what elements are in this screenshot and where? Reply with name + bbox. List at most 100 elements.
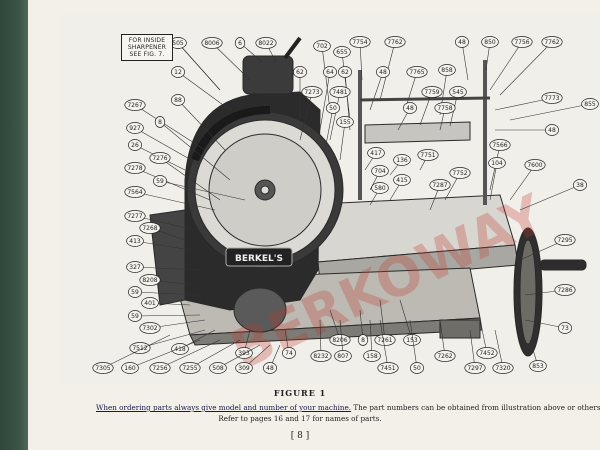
callout-number: 8206	[332, 337, 347, 344]
callout-leader-line	[319, 319, 322, 357]
callout-bubble	[371, 165, 389, 177]
order-instruction-line: When ordering parts always give model an…	[96, 403, 600, 412]
callout-leader-line	[177, 71, 231, 111]
callout-bubble	[124, 162, 146, 174]
callout-leader-line	[469, 329, 476, 369]
part-callout: 59	[128, 310, 201, 322]
callout-leader-line	[217, 344, 261, 369]
callout-bubble	[139, 222, 161, 234]
callout-leader-line	[399, 299, 413, 341]
callout-leader-line	[379, 299, 386, 341]
callout-number: 309	[238, 365, 250, 372]
part-callout: 7752	[444, 167, 471, 201]
figure-title: FIGURE 1	[273, 388, 327, 398]
part-callout: 104	[488, 157, 506, 201]
part-callout: 855	[509, 98, 599, 121]
callout-number: 7773	[544, 95, 559, 102]
callout-number: 545	[452, 89, 464, 96]
callout-number: 7752	[452, 170, 467, 177]
order-followup: The part numbers can be obtained from il…	[353, 403, 600, 412]
callout-bubble	[558, 322, 572, 334]
callout-number: 48	[266, 365, 274, 372]
callout-number: 7302	[142, 325, 157, 332]
callout-number: 7287	[432, 182, 447, 189]
callout-bubble	[434, 102, 456, 114]
callout-bubble	[393, 154, 411, 166]
callout-number: 50	[413, 365, 421, 372]
callout-number: 7452	[479, 350, 494, 357]
callout-number: 7268	[142, 225, 157, 232]
callout-bubble	[334, 350, 352, 362]
part-callout: 59	[153, 175, 246, 201]
part-callout: 160	[121, 339, 201, 374]
callout-bubble	[541, 36, 563, 48]
callout-number: 88	[174, 97, 182, 104]
callout-leader-line	[509, 164, 536, 201]
callout-number: 59	[131, 313, 139, 320]
callout-bubble	[263, 362, 277, 374]
callout-leader-line	[494, 329, 504, 369]
callout-bubble	[545, 124, 559, 136]
part-callout: 7305	[92, 334, 171, 374]
part-callout: 155	[336, 116, 354, 161]
callout-bubble	[371, 182, 389, 194]
callout-bubble	[128, 310, 142, 322]
callout-bubble	[476, 347, 498, 359]
callout-leader-line	[439, 319, 446, 357]
part-callout: 580	[369, 182, 389, 206]
callout-leader-line	[299, 91, 313, 141]
part-callout: 7762	[379, 36, 406, 101]
callout-number: 8208	[142, 277, 157, 284]
callout-bubble	[417, 149, 439, 161]
part-callout: 8208	[139, 274, 196, 286]
brand-plate-text: BERKEL'S	[235, 254, 283, 264]
callout-bubble	[377, 362, 399, 374]
callout-number: 7261	[377, 337, 392, 344]
callout-number: 7297	[467, 365, 482, 372]
slicer-parts-diagram: BERKOWAY BERKEL'S 1280066802270265577547…	[92, 36, 599, 382]
callout-bubble	[464, 362, 486, 374]
callout-bubble	[126, 235, 144, 247]
callout-number: 858	[441, 67, 453, 74]
part-callout: 8022	[255, 37, 277, 63]
callout-bubble	[367, 147, 385, 159]
refer-text: Refer to pages 16 and 17 for names of pa…	[218, 414, 382, 423]
part-callout: 8	[154, 116, 231, 181]
part-callout: 7762	[499, 36, 563, 96]
callout-number: 807	[337, 353, 349, 360]
callout-number: 104	[491, 160, 503, 167]
part-callout: 545	[449, 86, 467, 127]
callout-number: 38	[576, 182, 584, 189]
callout-bubble	[410, 362, 424, 374]
callout-bubble	[293, 66, 307, 78]
callout-number: 12	[174, 69, 182, 76]
part-callout: 7564	[124, 186, 216, 211]
callout-bubble	[329, 334, 351, 346]
callout-leader-line	[134, 266, 201, 271]
part-callout: 413	[126, 235, 191, 251]
part-callout: 64	[319, 66, 337, 131]
callout-bubble	[124, 186, 146, 198]
callout-leader-line	[489, 162, 498, 201]
callout-bubble	[153, 175, 167, 187]
callout-layer: 1280066802270265577547762488507756776212…	[92, 36, 599, 374]
callout-leader-line	[134, 127, 201, 166]
callout-number: 158	[366, 353, 378, 360]
callout-leader-line	[102, 334, 171, 369]
part-callout: 7481	[329, 86, 351, 141]
callout-bubble	[179, 362, 201, 374]
part-callout: 48	[263, 344, 281, 374]
part-callout: 702	[313, 40, 331, 111]
callout-number: 136	[396, 157, 408, 164]
part-callout: 7754	[349, 36, 371, 81]
callout-bubble	[429, 179, 451, 191]
callout-bubble	[349, 36, 371, 48]
callout-bubble	[524, 159, 546, 171]
part-callout: 7451	[377, 319, 399, 374]
part-callout: 704	[369, 165, 389, 191]
callout-number: 413	[129, 238, 141, 245]
callout-number: 7762	[387, 39, 402, 46]
callout-number: 7756	[514, 39, 529, 46]
callout-leader-line	[509, 103, 591, 121]
callout-leader-line	[139, 329, 206, 349]
